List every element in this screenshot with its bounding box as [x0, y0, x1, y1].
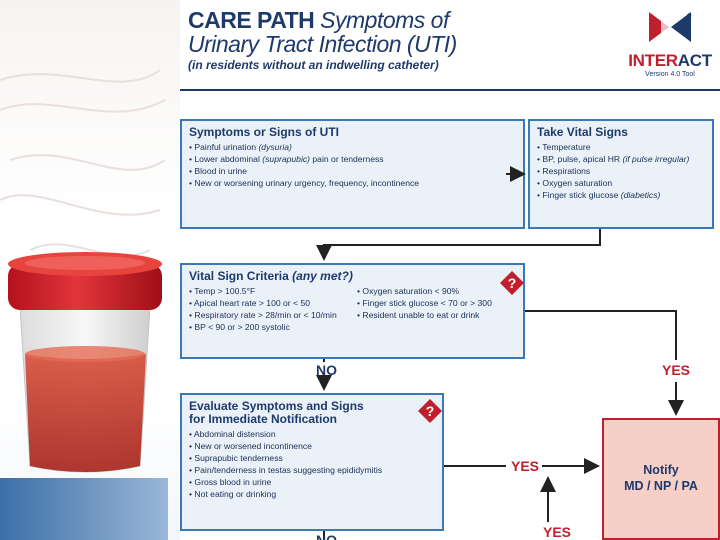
decorative-swirl: [0, 69, 166, 257]
vital-item: Oxygen saturation: [537, 177, 705, 189]
help-icon-glyph: ?: [508, 275, 517, 291]
evaluate-item: Pain/tenderness in testas suggesting epi…: [189, 464, 435, 476]
help-icon-glyph: ?: [426, 403, 435, 419]
criteria-item: Apical heart rate > 100 or < 50: [189, 297, 357, 309]
logo-brand-right: ACT: [677, 51, 712, 70]
decorative-blue-panel: [0, 478, 168, 540]
vital-item: Finger stick glucose (diabetics): [537, 189, 705, 201]
no-label: NO: [316, 362, 337, 378]
title-bold: CARE PATH: [188, 7, 315, 33]
symptom-item: Painful urination (dysuria): [189, 141, 516, 153]
criteria-item: Temp > 100.5°F: [189, 285, 357, 297]
criteria-item: Oxygen saturation < 90%: [357, 285, 492, 297]
vital-signs-title: Take Vital Signs: [537, 125, 628, 139]
symptom-item: Blood in urine: [189, 165, 516, 177]
care-path-title: CARE PATH Symptoms of Urinary Tract Infe…: [188, 8, 457, 72]
notify-line2: MD / NP / PA: [624, 479, 698, 493]
evaluate-item: Abdominal distension: [189, 428, 435, 440]
notify-line1: Notify: [643, 463, 679, 478]
evaluate-item: Not eating or drinking: [189, 488, 435, 500]
title-line2: Urinary Tract Infection (UTI): [188, 31, 457, 58]
logo-version: Version 4.0 Tool: [645, 71, 695, 78]
criteria-item: Finger stick glucose < 70 or > 300: [357, 297, 491, 309]
notify-provider-box: Notify MD / NP / PA: [602, 418, 720, 540]
symptom-item: Lower abdominal (suprapubic) pain or ten…: [189, 153, 516, 165]
yes-label: YES: [543, 524, 572, 540]
question-help-icon[interactable]: ?: [499, 270, 525, 296]
interact-logo: ® INTERACT Version 4.0 Tool: [624, 10, 716, 80]
interact-logo-icon: ®: [649, 12, 692, 42]
registered-mark: ®: [687, 13, 692, 20]
symptoms-title: Symptoms or Signs of UTI: [189, 125, 340, 139]
yes-label: YES: [511, 458, 540, 474]
evaluate-item: Gross blood in urine: [189, 476, 435, 488]
yes-label: YES: [662, 362, 691, 378]
header-rule: [180, 89, 720, 91]
symptoms-box: Symptoms or Signs of UTI Painful urinati…: [180, 119, 525, 229]
vital-item: Respirations: [537, 165, 705, 177]
question-help-icon[interactable]: ?: [417, 398, 443, 424]
logo-brand: INTERACT: [624, 51, 716, 71]
line-criteria-yes: [525, 310, 677, 360]
evaluate-item: Suprapubic tenderness: [189, 452, 435, 464]
title-italic: Symptoms of: [320, 7, 449, 33]
vital-sign-criteria-box: Vital Sign Criteria (any met?) Temp > 10…: [180, 263, 525, 359]
no-label: NO: [316, 532, 337, 540]
arrow-vitals-to-criteria: [316, 229, 601, 261]
urine-sample-cup-image: [8, 252, 162, 473]
vital-item: BP, pulse, apical HR (if pulse irregular…: [537, 153, 705, 165]
symptom-item: New or worsening urinary urgency, freque…: [189, 177, 516, 189]
criteria-item: BP < 90 or > 200 systolic: [189, 321, 357, 333]
vital-signs-box: Take Vital Signs Temperature BP, pulse, …: [528, 119, 714, 229]
criteria-title: Vital Sign Criteria (any met?): [189, 269, 353, 283]
criteria-item: Respiratory rate > 28/min or < 10/min: [189, 309, 357, 321]
subtitle: (in residents without an indwelling cath…: [188, 58, 439, 73]
evaluate-item: New or worsened incontinence: [189, 440, 435, 452]
criteria-item: Resident unable to eat or drink: [357, 309, 492, 321]
logo-brand-left: INTER: [628, 51, 678, 70]
vital-item: Temperature: [537, 141, 705, 153]
